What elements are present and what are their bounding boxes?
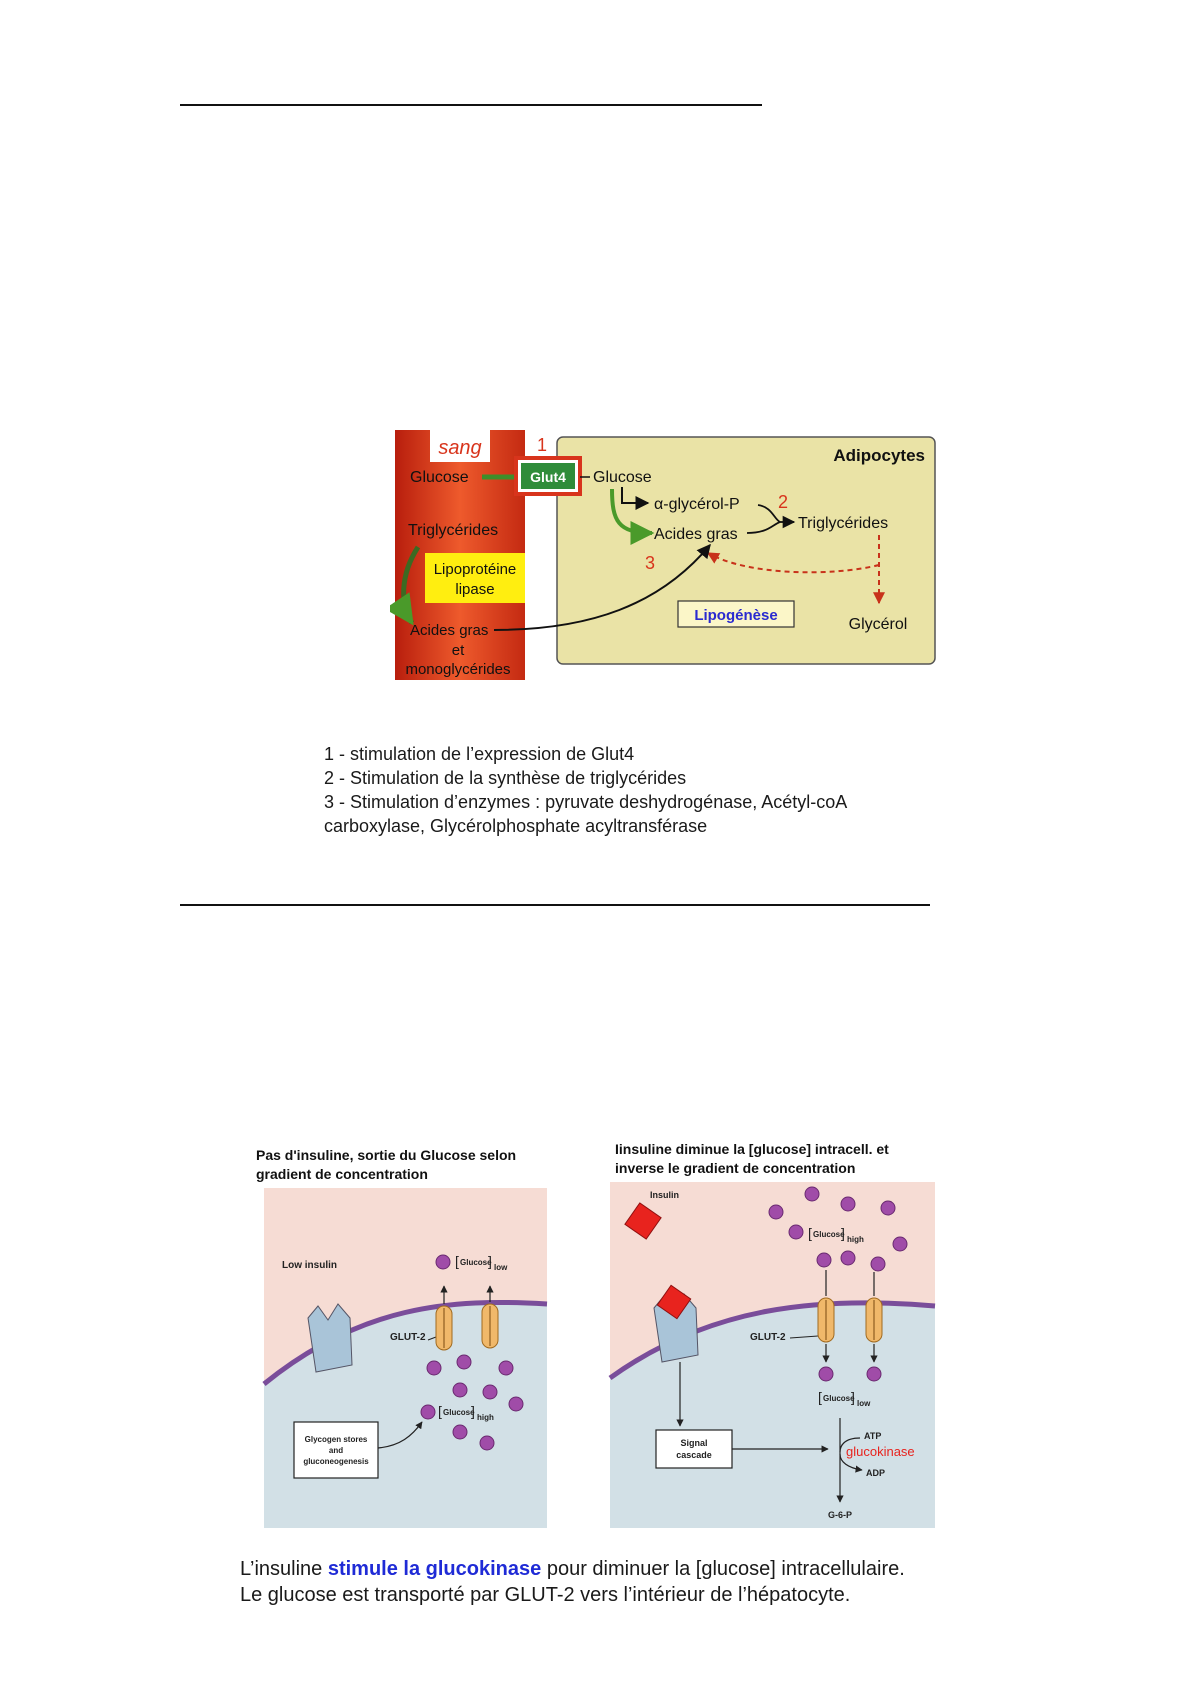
lipoproteine-lipase-box (425, 553, 525, 603)
right-panel-title-line1: Iinsuline diminue la [glucose] intracell… (615, 1141, 889, 1157)
caption2-line1: L’insuline stimule la glucokinase pour d… (240, 1556, 905, 1582)
insulin-receptor-left (307, 1303, 353, 1373)
low-insulin-label: Low insulin (282, 1260, 337, 1271)
left-panel-title-line2: gradient de concentration (256, 1166, 428, 1182)
adipocyte-lipogenesis-figure: sang Adipocytes Glucose 1 Glut4 Glucose … (384, 425, 940, 685)
adipocyte-caption: 1 - stimulation de l’expression de Glut4… (324, 742, 847, 838)
caption1-line3: 3 - Stimulation d’enzymes : pyruvate des… (324, 792, 848, 812)
insulin-label: Insulin (650, 1190, 679, 1200)
glucose-blood-label: Glucose (410, 469, 469, 486)
glucose-high-left-word: Glucose (443, 1408, 475, 1417)
svg-text:[: [ (818, 1389, 822, 1405)
glycerol-label: Glycérol (849, 616, 908, 633)
svg-text:[: [ (808, 1225, 812, 1241)
acides-gras-blood-line2: et (452, 642, 465, 659)
caption2-line1-post: pour diminuer la [glucose] intracellulai… (541, 1558, 905, 1580)
right-panel-insulin: Insulin [ Glucose ] high GLUT-2 (608, 1182, 936, 1528)
hepatocyte-caption: L’insuline stimule la glucokinase pour d… (240, 1556, 905, 1608)
number-3-label: 3 (645, 553, 655, 573)
glycogen-stores-box (293, 1421, 379, 1479)
caption1-line1: 1 - stimulation de l’expression de Glut4 (324, 744, 635, 764)
caption1-line2: 2 - Stimulation de la synthèse de trigly… (324, 768, 687, 788)
glut2-left-label: GLUT-2 (390, 1332, 426, 1343)
lipogenese-label: Lipogénèse (694, 607, 777, 624)
number-1-label: 1 (537, 435, 547, 455)
lpl-label-line2: lipase (455, 581, 494, 598)
glucose-low-left-word: Glucose (460, 1258, 492, 1267)
caption1-line4: carboxylase, Glycérolphosphate acyltrans… (324, 816, 708, 836)
glucose-high-right-word: Glucose (813, 1230, 845, 1239)
lipogenese-box (677, 600, 795, 628)
alpha-glycerol-p-label: α-glycérol-P (654, 496, 740, 513)
svg-text:[: [ (455, 1253, 459, 1269)
glucose-low-left-sub: low (494, 1263, 508, 1272)
glut2-right-label: GLUT-2 (750, 1332, 786, 1343)
glycogen-line1: Glycogen stores (305, 1435, 368, 1444)
insulin-molecule-free (624, 1202, 662, 1240)
glycogen-line2: and (329, 1446, 343, 1455)
acides-gras-cell-label: Acides gras (654, 526, 738, 543)
glycogen-line3: gluconeogenesis (303, 1457, 369, 1466)
separator-rule-middle (180, 904, 930, 906)
signal-line1: Signal (680, 1438, 707, 1448)
svg-text:[: [ (438, 1403, 442, 1419)
signal-line2: cascade (676, 1450, 712, 1460)
adipocyte-cell (556, 436, 936, 665)
caption2-highlight: stimule la glucokinase (327, 1558, 542, 1580)
glucose-high-left-sub: high (477, 1413, 494, 1422)
svg-text:]: ] (851, 1389, 855, 1405)
signal-cascade-box (655, 1429, 733, 1469)
svg-text:]: ] (471, 1403, 475, 1419)
g6p-label: G-6-P (828, 1510, 852, 1520)
acides-gras-blood-line3: monoglycérides (405, 661, 510, 678)
acides-gras-blood-line1: Acides gras (410, 622, 488, 639)
sang-label: sang (438, 437, 481, 459)
left-panel-no-insulin: Low insulin GLUT-2 [ Glucose ] low (262, 1188, 548, 1528)
left-panel-title-line1: Pas d'insuline, sortie du Glucose selon (256, 1147, 516, 1163)
insulin-molecule-bound (656, 1284, 692, 1320)
atp-label: ATP (864, 1431, 881, 1441)
caption2-line1-pre: L’insuline (240, 1558, 328, 1580)
hepatocyte-glut2-figure: Pas d'insuline, sortie du Glucose selon … (250, 1140, 940, 1530)
separator-rule-top (180, 104, 762, 106)
glucokinase-label: glucokinase (846, 1444, 915, 1459)
caption2-line2: Le glucose est transporté par GLUT-2 ver… (240, 1584, 851, 1606)
glucose-cell-label: Glucose (593, 469, 652, 486)
triglycerides-cell-label: Triglycérides (798, 515, 888, 532)
right-panel-title-line2: inverse le gradient de concentration (615, 1160, 855, 1176)
glucose-high-right-sub: high (847, 1235, 864, 1244)
glucose-low-right-sub: low (857, 1399, 871, 1408)
number-2-label: 2 (778, 492, 788, 512)
adipocytes-label: Adipocytes (833, 446, 925, 465)
svg-text:]: ] (488, 1253, 492, 1269)
adp-label: ADP (866, 1468, 885, 1478)
glut4-label: Glut4 (530, 469, 566, 485)
glucose-low-right-word: Glucose (823, 1394, 855, 1403)
lpl-label-line1: Lipoprotéine (434, 561, 517, 578)
glut4-box (521, 463, 575, 489)
triglycerides-blood-label: Triglycérides (408, 522, 498, 539)
svg-text:]: ] (841, 1225, 845, 1241)
